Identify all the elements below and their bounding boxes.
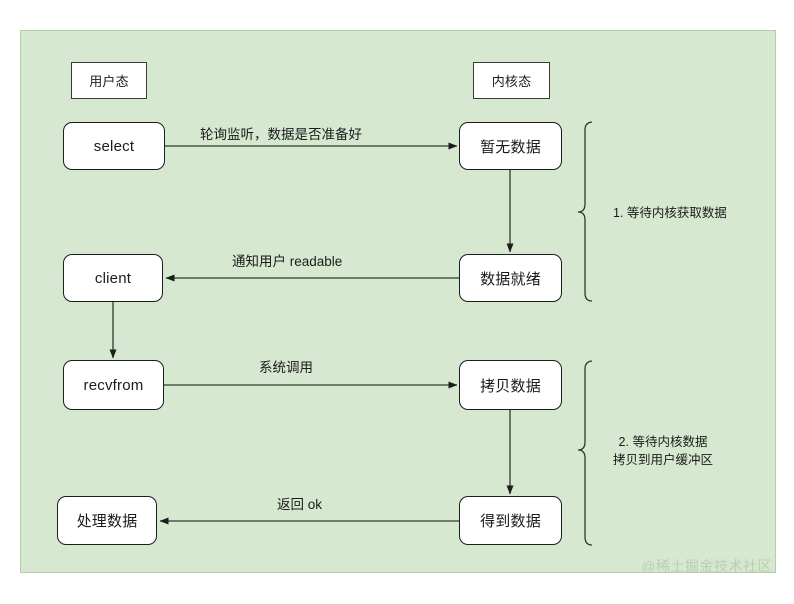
edge-label-poll-listen: 轮询监听，数据是否准备好 [200, 127, 362, 142]
node-select[interactable]: select [63, 122, 165, 170]
node-data-ready[interactable]: 数据就绪 [459, 254, 562, 302]
node-handle-data[interactable]: 处理数据 [57, 496, 157, 545]
edge-label-notify-user: 通知用户 readable [232, 254, 343, 269]
watermark: @稀土掘金技术社区 [641, 558, 772, 574]
node-copy-data[interactable]: 拷贝数据 [459, 360, 562, 410]
brace-label-phase-1-line-1: 1. 等待内核获取数据 [613, 206, 727, 220]
node-no-data[interactable]: 暂无数据 [459, 122, 562, 170]
brace-label-phase-1: 1. 等待内核获取数据 [613, 204, 727, 222]
brace-label-phase-2-line-2: 拷贝到用户缓冲区 [613, 453, 714, 468]
node-recvfrom[interactable]: recvfrom [63, 360, 164, 410]
node-client[interactable]: client [63, 254, 163, 302]
edge-label-system-call: 系统调用 [259, 360, 313, 375]
lane-label-kernel-mode: 内核态 [473, 62, 550, 99]
brace-label-phase-2-line-1: 2. 等待内核数据 [618, 435, 708, 449]
lane-label-user-mode: 用户态 [71, 62, 147, 99]
edge-label-return-ok: 返回 ok [277, 497, 323, 512]
node-got-data[interactable]: 得到数据 [459, 496, 562, 545]
brace-label-phase-2: 2. 等待内核数据 拷贝到用户缓冲区 [613, 433, 713, 469]
